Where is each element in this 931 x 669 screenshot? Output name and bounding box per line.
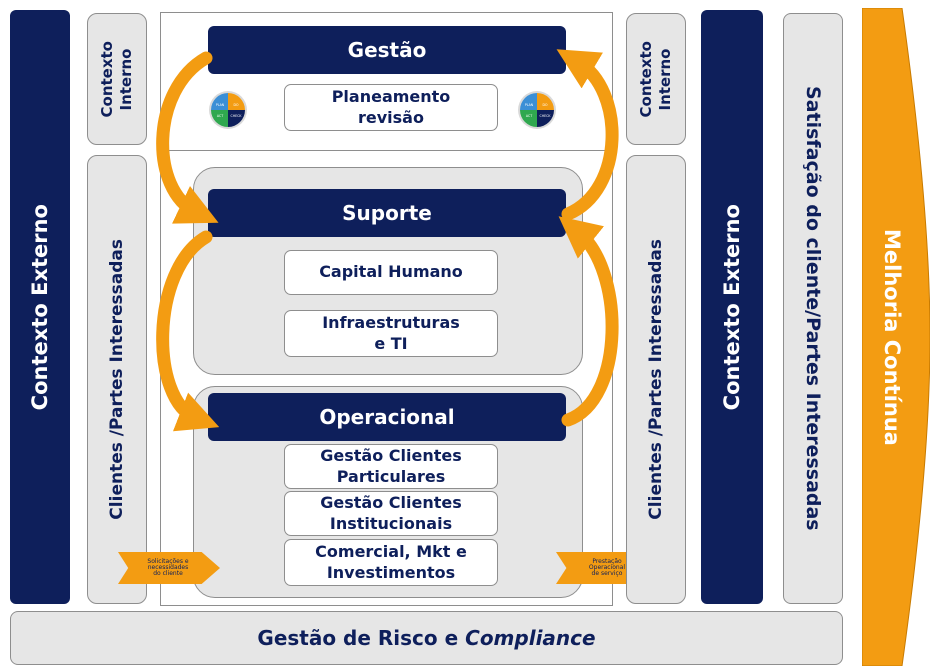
left-clients-stakeholders-box: Clientes /Partes Interessadas (87, 155, 147, 604)
operational-bar: Operacional (208, 393, 566, 441)
customer-satisfaction-column: Satisfação do cliente/Partes Interessada… (783, 13, 843, 604)
support-title: Suporte (342, 201, 432, 225)
arrow-management-to-support (156, 51, 219, 224)
left-external-context-column: Contexto Externo (10, 10, 70, 604)
support-bar: Suporte (208, 189, 566, 237)
commercial-marketing-label: Comercial, Mkt e Investimentos (315, 541, 467, 582)
commercial-marketing-box: Comercial, Mkt e Investimentos (284, 539, 498, 586)
planning-review-label: Planeamento revisão (331, 86, 451, 127)
pdca-do-label: DO (543, 103, 548, 107)
client-requests-label: Solicitações e necessidades do cliente (147, 557, 189, 578)
right-external-context-column: Contexto Externo (701, 10, 763, 604)
customer-satisfaction-label: Satisfação do cliente/Partes Interessada… (802, 86, 824, 531)
left-internal-context-box: Contexto Interno (87, 13, 147, 145)
institutional-clients-label: Gestão Clientes Institucionais (320, 492, 462, 533)
planning-review-box: Planeamento revisão (284, 84, 498, 131)
risk-compliance-italic: Compliance (465, 626, 596, 650)
client-requests-tag: Solicitações e necessidades do cliente (118, 552, 220, 584)
arrow-support-to-operational (156, 230, 220, 432)
institutional-clients-box: Gestão Clientes Institucionais (284, 491, 498, 536)
right-clients-stakeholders-label: Clientes /Partes Interessadas (646, 239, 666, 520)
infrastructure-it-label: Infraestruturas e TI (322, 312, 460, 353)
private-clients-box: Gestão Clientes Particulares (284, 444, 498, 489)
right-internal-context-label: Contexto Interno (637, 40, 674, 118)
management-bar: Gestão (208, 26, 566, 74)
service-delivery-label: Prestação Operacional de serviço (588, 557, 626, 578)
pdca-do-label: DO (234, 103, 239, 107)
infrastructure-it-box: Infraestruturas e TI (284, 310, 498, 357)
pdca-check-label: CHECK (231, 114, 243, 118)
continuous-improvement-label: Melhoria Contínua (880, 228, 904, 446)
private-clients-label: Gestão Clientes Particulares (320, 445, 462, 486)
risk-compliance-bar: Gestão de Risco e Compliance (10, 611, 843, 665)
right-clients-stakeholders-box: Clientes /Partes Interessadas (626, 155, 686, 604)
pdca-act-label: ACT (526, 114, 532, 118)
right-external-context-label: Contexto Externo (720, 203, 744, 411)
pdca-plan-label: PLAN (216, 103, 225, 107)
pdca-plan-label: PLAN (525, 103, 534, 107)
risk-compliance-prefix: Gestão de Risco e (257, 626, 466, 650)
human-capital-box: Capital Humano (284, 250, 498, 295)
arrow-operational-to-support (558, 216, 619, 427)
pdca-cycle-icon: PLAN DO ACT CHECK (517, 90, 557, 130)
center-divider (160, 150, 613, 151)
human-capital-label: Capital Humano (319, 262, 463, 282)
management-title: Gestão (347, 38, 427, 62)
pdca-act-label: ACT (217, 114, 223, 118)
pdca-check-label: CHECK (540, 114, 552, 118)
operational-title: Operacional (319, 405, 455, 429)
continuous-improvement-area: Melhoria Contínua (862, 8, 922, 666)
pdca-cycle-icon: PLAN DO ACT CHECK (208, 90, 248, 130)
right-internal-context-box: Contexto Interno (626, 13, 686, 145)
arrow-support-to-management (556, 49, 619, 221)
